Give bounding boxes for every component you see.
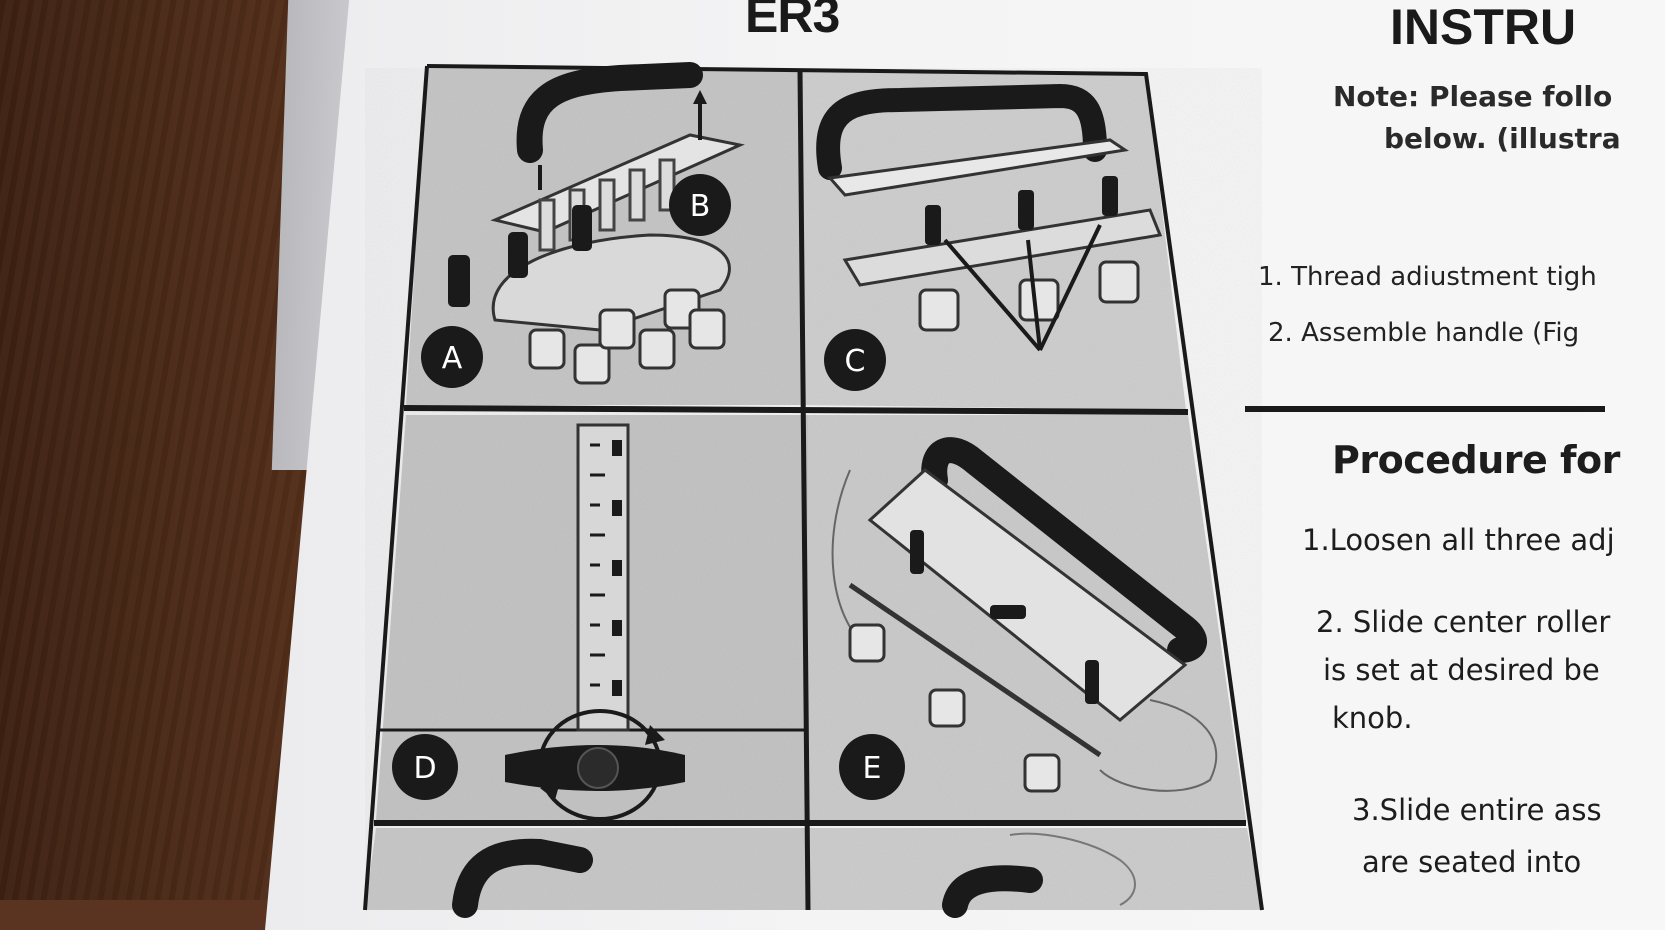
procedure-step-2-end: knob.: [1332, 701, 1413, 735]
figure-grid-lines: [363, 64, 1264, 911]
procedure-step-2: 2. Slide center roller: [1316, 605, 1611, 639]
figure-d-illustration: [505, 423, 685, 821]
figure-grid: A B C D E: [363, 62, 1264, 918]
figure-label-a: A: [421, 326, 483, 388]
svg-text:B: B: [690, 189, 711, 224]
procedure-title: Procedure for: [1332, 438, 1620, 482]
instruction-step-1: 1. Thread adiustment tigh: [1258, 262, 1597, 292]
figure-label-d: D: [392, 734, 458, 800]
instruction-step-2: 2. Assemble handle (Fig: [1268, 318, 1580, 348]
figure-g-illustration: [942, 832, 1136, 918]
figure-label-b: B: [669, 174, 731, 236]
figure-c-illustration: [816, 83, 1163, 352]
svg-text:E: E: [863, 751, 882, 786]
procedure-step-3: 3.Slide entire ass: [1352, 793, 1602, 827]
model-code: ER3: [745, 0, 840, 43]
note-line-2: below. (illustra: [1384, 122, 1621, 155]
procedure-step-3-cont: are seated into: [1362, 845, 1582, 879]
note-line-1: Note: Please follo: [1333, 80, 1613, 113]
instructions-heading: INSTRU: [1390, 0, 1577, 55]
svg-text:C: C: [845, 344, 866, 379]
procedure-step-1: 1.Loosen all three adj: [1302, 523, 1615, 557]
figure-label-e: E: [839, 734, 905, 800]
figure-e-illustration: [831, 437, 1218, 793]
svg-text:D: D: [413, 751, 436, 786]
svg-text:A: A: [442, 341, 463, 376]
section-divider: [1245, 406, 1605, 412]
figure-a-illustration: [448, 62, 745, 385]
figure-label-c: C: [824, 329, 886, 391]
figure-f-illustration: [452, 838, 593, 918]
procedure-step-2-cont: is set at desired be: [1323, 653, 1600, 687]
